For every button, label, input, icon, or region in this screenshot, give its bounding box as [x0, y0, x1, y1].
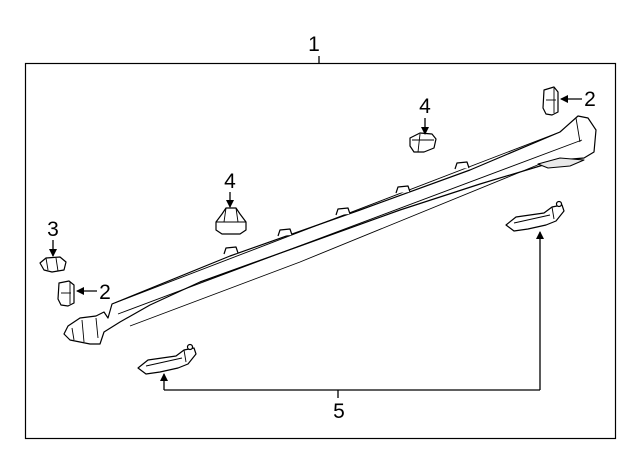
callout-5: 5 [333, 400, 345, 423]
callout-2-right: 2 [584, 88, 596, 111]
clip-front [39, 256, 67, 273]
leader-5 [160, 231, 544, 398]
end-cap-right [542, 86, 559, 116]
callout-1: 1 [308, 33, 320, 56]
bracket-right [505, 200, 565, 232]
bracket-left [137, 343, 197, 375]
callout-3: 3 [47, 218, 59, 241]
diagram-frame [24, 62, 617, 440]
callout-4-upper: 4 [419, 95, 431, 118]
clip-upper-right [409, 132, 437, 153]
rocker-panel [63, 115, 597, 345]
callout-2-left: 2 [99, 281, 111, 304]
clip-middle [215, 207, 247, 235]
callout-4-middle: 4 [224, 170, 236, 193]
end-cap-left [57, 280, 75, 307]
